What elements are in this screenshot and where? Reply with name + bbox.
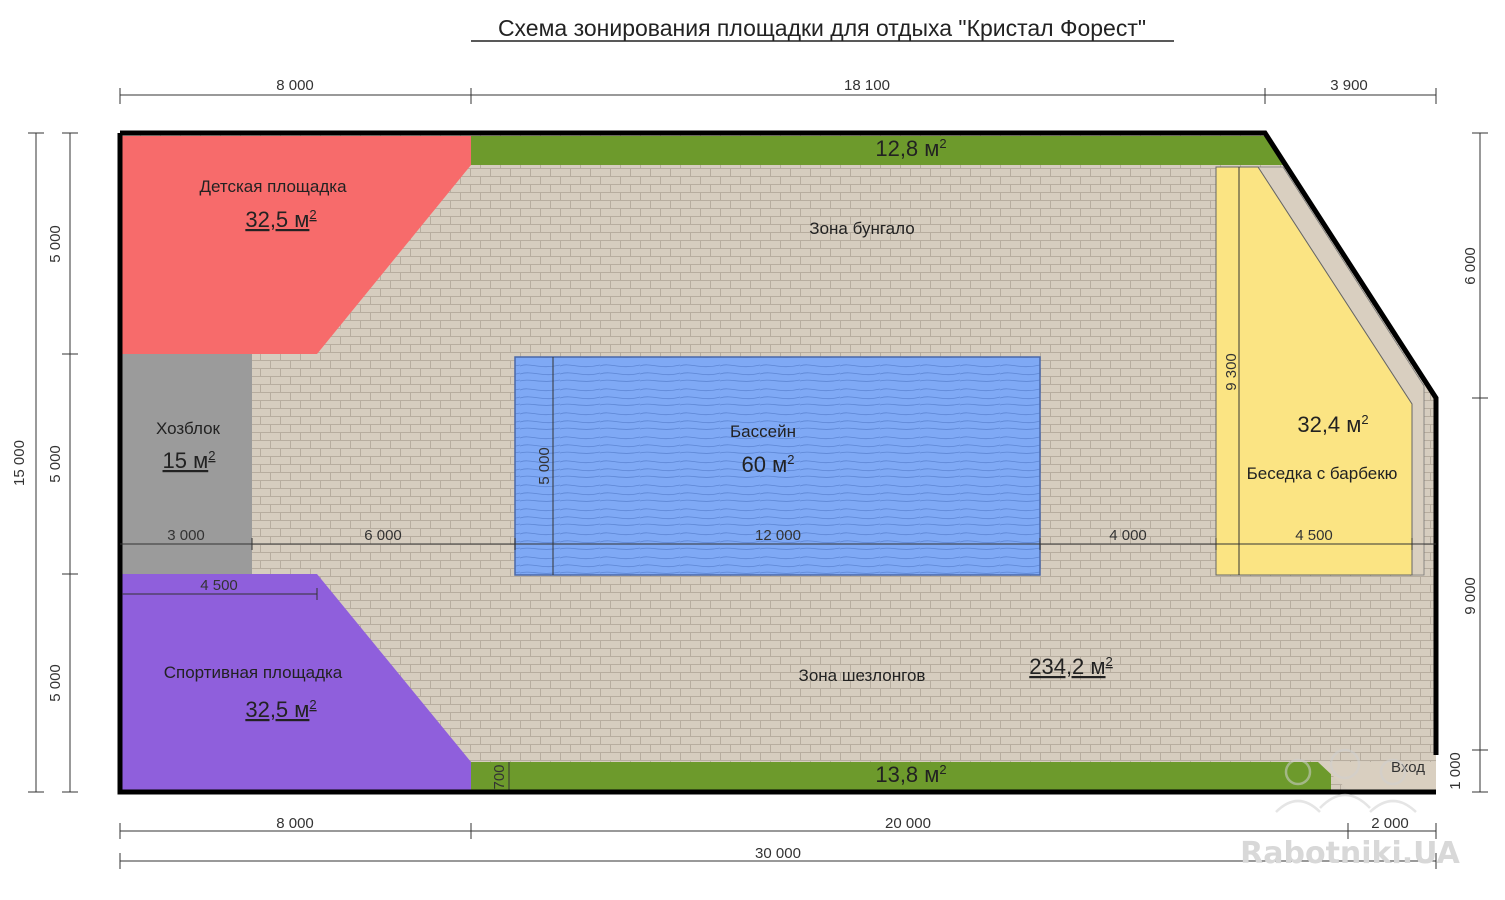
utility-block-label: Хозблок xyxy=(156,419,221,438)
utility-block-area: 15 м2 xyxy=(163,448,216,473)
gazebo-area: 32,4 м2 xyxy=(1297,412,1368,437)
gazebo-label: Беседка с барбекю xyxy=(1247,464,1398,483)
lawn-bottom-area: 13,8 м2 xyxy=(875,762,946,787)
dim-top-2: 18 100 xyxy=(844,77,890,94)
sports-zone-label: Спортивная площадка xyxy=(164,663,343,682)
dim-mid-4: 4 000 xyxy=(1109,527,1147,544)
site-outline xyxy=(120,130,1439,755)
dim-bottom-3: 2 000 xyxy=(1371,815,1409,832)
pool-label: Бассейн xyxy=(730,422,796,441)
dim-bottom-2: 20 000 xyxy=(885,815,931,832)
dim-lawn-width: 700 xyxy=(491,764,508,789)
dim-left-3: 5 000 xyxy=(47,664,64,702)
lawn-top-area: 12,8 м2 xyxy=(875,136,946,161)
dim-gazebo-height: 9 300 xyxy=(1223,353,1240,391)
bungalow-zone-label: Зона бунгало xyxy=(809,219,914,238)
dim-pool-height: 5 000 xyxy=(536,447,553,485)
swimming-pool xyxy=(514,356,1041,576)
sports-zone-area: 32,5 м2 xyxy=(245,697,316,722)
dim-mid-2: 6 000 xyxy=(364,527,402,544)
lawn-bottom xyxy=(471,762,1331,792)
kids-zone-area: 32,5 м2 xyxy=(245,207,316,232)
loungers-zone-area: 234,2 м2 xyxy=(1029,654,1113,679)
dim-mid-5: 4 500 xyxy=(1295,527,1333,544)
sports-ground xyxy=(122,574,471,792)
dim-left-total: 15 000 xyxy=(11,440,28,486)
dim-mid-1: 3 000 xyxy=(167,527,205,544)
watermark-text: Rabotniki.UA xyxy=(1240,836,1460,871)
lawn-top xyxy=(471,136,1283,165)
pool-area: 60 м2 xyxy=(742,452,795,477)
dim-left-2: 5 000 xyxy=(47,445,64,483)
dim-left-1: 5 000 xyxy=(47,225,64,263)
dim-bottom-1: 8 000 xyxy=(276,815,314,832)
loungers-zone-label: Зона шезлонгов xyxy=(799,666,926,685)
dim-right-2: 9 000 xyxy=(1462,577,1479,615)
dim-bottom-total: 30 000 xyxy=(755,845,801,862)
dim-top-3: 3 900 xyxy=(1330,77,1368,94)
diagram-title: Схема зонирования площадки для отдыха "К… xyxy=(498,15,1146,41)
watermark-logo xyxy=(1275,748,1417,813)
dim-mid-3: 12 000 xyxy=(755,527,801,544)
entrance-area xyxy=(1318,762,1436,792)
utility-block xyxy=(122,354,252,574)
dim-sports-width: 4 500 xyxy=(200,577,238,594)
dim-top-1: 8 000 xyxy=(276,77,314,94)
dim-right-3: 1 000 xyxy=(1447,752,1464,790)
kids-playground xyxy=(122,136,471,354)
bbq-gazebo xyxy=(1215,166,1413,576)
kids-zone-label: Детская площадка xyxy=(199,177,347,196)
dim-right-1: 6 000 xyxy=(1462,247,1479,285)
